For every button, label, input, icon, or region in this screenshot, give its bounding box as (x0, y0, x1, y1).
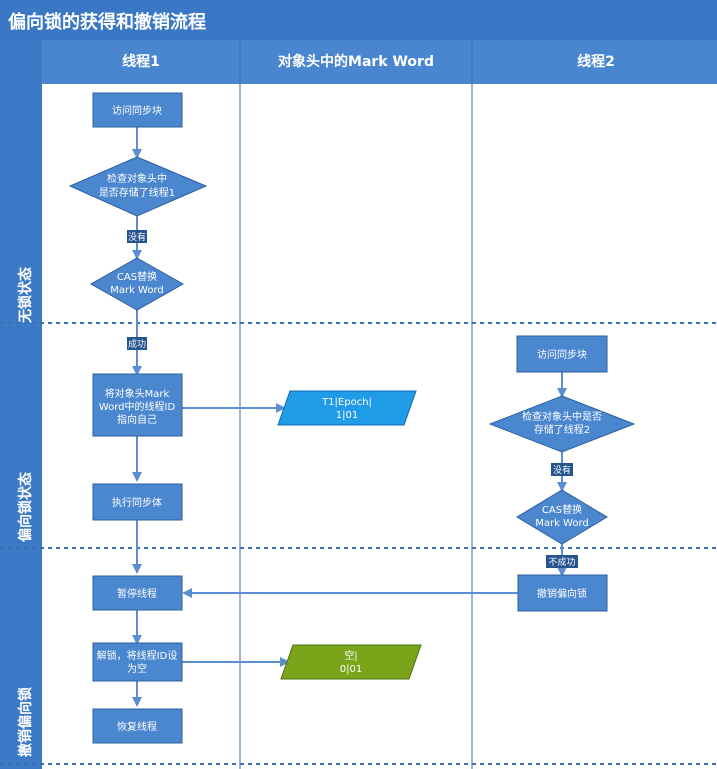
node-label: Mark Word (535, 518, 589, 529)
node-markword-empty: 空| 0|01 (280, 644, 422, 680)
node-label: 解锁，将线程ID设 (97, 649, 178, 662)
node-t1-exec: 执行同步体 (92, 483, 183, 521)
node-label: Word中的线程ID (99, 400, 176, 413)
node-label: Mark Word (110, 285, 164, 296)
node-label: 0|01 (340, 664, 362, 675)
node-t1-cas: CAS替换 Mark Word (89, 257, 185, 311)
node-label: 为空 (127, 662, 147, 675)
node-t2-check: 检查对象头中是否 存储了线程2 (488, 395, 636, 453)
node-label: 暂停线程 (117, 587, 157, 600)
lane-header-thread1: 线程1 (122, 53, 160, 70)
node-t1-access: 访问同步块 (92, 92, 183, 128)
node-t1-unlock: 解锁，将线程ID设 为空 (92, 642, 183, 682)
node-label: 检查对象头中是否 (522, 410, 602, 423)
state-label-no-lock: 无锁状态 (17, 267, 34, 324)
edge-label-text: 没有 (553, 464, 571, 476)
edge-label-t2-no: 没有 (551, 463, 573, 476)
node-markword-biased: T1|Epoch| 1|01 (277, 390, 417, 426)
lane-header-thread2: 线程2 (577, 53, 615, 70)
lane-header-markword: 对象头中的Mark Word (278, 53, 434, 70)
node-label: 执行同步体 (112, 496, 162, 509)
node-t1-check: 检查对象头中 是否存储了线程1 (68, 156, 208, 217)
node-label: CAS替换 (542, 503, 582, 516)
edge-label-t1-success: 成功 (127, 337, 147, 350)
node-label: 撤销偏向锁 (537, 587, 587, 600)
node-label: 指向自己 (117, 413, 157, 426)
node-label: 1|01 (336, 410, 358, 421)
state-column (0, 40, 42, 769)
node-t2-cas: CAS替换 Mark Word (516, 489, 608, 545)
node-t1-setid: 将对象头Mark Word中的线程ID 指向自己 (92, 373, 183, 437)
node-label: 恢复线程 (117, 720, 157, 733)
state-label-revoke: 撤销偏向锁 (17, 687, 34, 757)
node-label: 将对象头Mark (105, 387, 170, 400)
node-t2-revoke: 撤销偏向锁 (517, 574, 608, 612)
edge-label-t1-no: 没有 (127, 230, 147, 243)
edge-label-text: 没有 (128, 231, 146, 243)
node-label: 访问同步块 (112, 104, 162, 117)
edge-label-text: 成功 (128, 338, 146, 350)
node-label: 是否存储了线程1 (99, 186, 175, 199)
state-label-biased: 偏向锁状态 (17, 472, 34, 542)
node-label: 存储了线程2 (534, 423, 590, 436)
node-t1-resume: 恢复线程 (92, 708, 183, 744)
node-t1-pause: 暂停线程 (92, 575, 183, 611)
node-label: 访问同步块 (537, 348, 587, 361)
node-label: 空| (344, 649, 357, 662)
title-bar: 偏向锁的获得和撤销流程 (0, 0, 717, 40)
node-t2-access: 访问同步块 (516, 335, 608, 373)
node-label: 检查对象头中 (107, 172, 167, 185)
page-title: 偏向锁的获得和撤销流程 (8, 12, 206, 33)
node-label: CAS替换 (117, 270, 157, 283)
edge-label-t2-fail: 不成功 (546, 555, 578, 568)
node-label: T1|Epoch| (321, 397, 372, 408)
lane-header-bar (42, 40, 717, 84)
edge-label-text: 不成功 (548, 556, 575, 568)
